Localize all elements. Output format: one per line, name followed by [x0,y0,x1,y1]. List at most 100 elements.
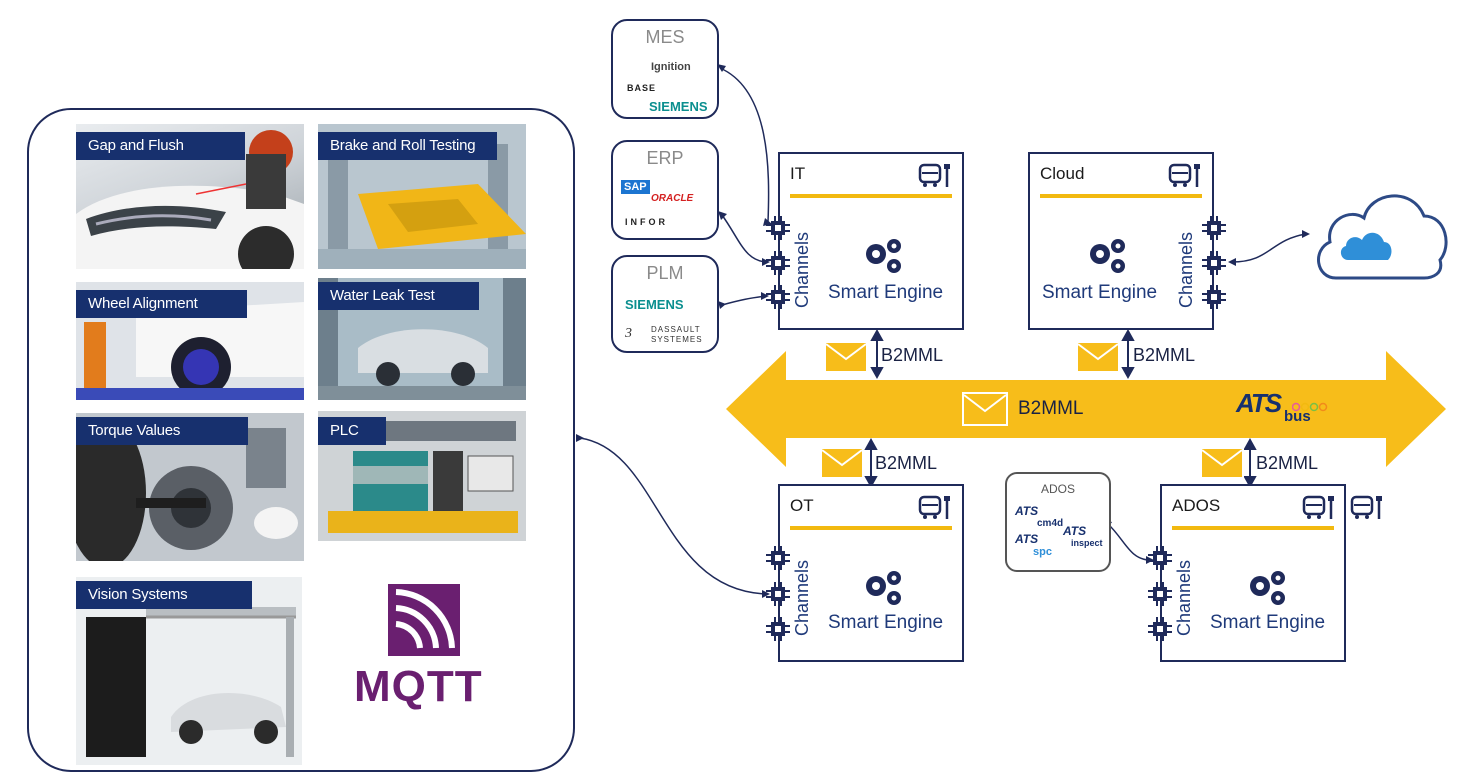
channels-label: Channels [792,231,812,308]
envelope-icon [1076,341,1120,373]
node-divider [790,194,952,198]
car-headlight-image [76,130,304,269]
siemens-logo: SIEMENS [649,99,708,114]
envelope-icon [824,341,868,373]
b2mml-label-cloud: B2MML [1133,345,1196,365]
channels-label: Channels [1176,231,1196,308]
channels-label: Channels [1174,559,1194,636]
bus-label: B2MML [1018,398,1084,419]
gears-icon [866,571,901,605]
tile-gap-and-flush[interactable]: Gap and Flush [76,124,304,269]
tile-label: Torque Values [76,417,248,445]
svg-text:3: 3 [625,326,632,341]
node-divider [1040,194,1202,198]
chip-icon [766,546,790,570]
node-title: Cloud [1040,164,1085,183]
sap-logo: SAP [621,180,650,194]
chip-icon [766,285,790,309]
infor-logo: INFOR [625,217,668,227]
ados-box-title: ADOS [1040,482,1075,496]
mes-box[interactable]: MES Ignition BASE SIEMENS [611,19,719,119]
tile-label: Vision Systems [76,581,252,609]
erp-box[interactable]: ERP SAP ORACLE INFOR [611,140,719,240]
node-divider [1172,526,1334,530]
ignition-logo: Ignition [651,61,691,73]
ats-logo-text: ATS [1236,388,1282,418]
bus-arrow [726,351,1446,467]
ados-box[interactable]: ADOS ATS cm4d ATS spc ATS inspect [1005,472,1111,572]
systemes-logo: SYSTEMES [651,335,703,344]
chip-icon [1148,582,1172,606]
plm-title: PLM [646,263,684,283]
chip-icon [766,251,790,275]
plm-box[interactable]: PLM SIEMENS DASSAULT SYSTEMES 3 [611,255,719,353]
ats-spc-logo: ATS [1015,532,1039,546]
bus-stop-icon [1302,495,1334,519]
chip-icon [1202,285,1226,309]
engine-label: Smart Engine [1042,282,1158,303]
bus-stop-icon [1350,495,1382,519]
use-case-panel [27,108,575,772]
chip-icon [766,617,790,641]
erp-title: ERP [646,148,684,168]
node-divider [790,526,952,530]
tile-wheel-alignment[interactable]: Wheel Alignment [76,282,304,400]
dassault-3ds-icon: 3 [625,326,632,341]
node-ados[interactable]: ADOS Smart Engine Channels [1160,484,1346,662]
node-title: IT [790,164,806,183]
envelope-icon [1200,447,1244,479]
spc-label: spc [1033,546,1052,558]
engine-label: Smart Engine [828,282,944,303]
node-ot[interactable]: OT Smart Engine Channels [778,484,964,662]
gears-icon [1090,239,1125,273]
chip-icon [766,582,790,606]
tile-label: Wheel Alignment [76,290,247,318]
cloud-icon[interactable] [1308,180,1450,288]
ats-dots-icon [1292,402,1328,412]
bus-stop-icon [1168,163,1200,187]
gears-icon [866,239,901,273]
mqtt-label: MQTT [354,662,483,711]
ats-bus-logo: ATS bus [1236,388,1328,432]
b2mml-label-ados: B2MML [1256,453,1319,473]
chip-icon [1148,617,1172,641]
tile-plc[interactable]: PLC [318,411,526,541]
mqtt-logo: MQTT [346,576,504,711]
bus-stop-icon [918,495,950,519]
chip-icon [1202,216,1226,240]
b2mml-label-ot: B2MML [875,453,938,473]
mqtt-signal-icon [388,584,460,656]
node-cloud[interactable]: Cloud Smart Engine Channels [1028,152,1214,330]
bus-envelope-icon [962,392,1008,426]
wheel-alignment-image [76,282,304,400]
tile-water-leak-test[interactable]: Water Leak Test [318,278,526,400]
tile-label: Gap and Flush [76,132,245,160]
node-it[interactable]: IT Smart Engine Channels [778,152,964,330]
node-title: ADOS [1172,496,1221,515]
siemens-logo: SIEMENS [625,297,684,312]
tile-label: Water Leak Test [318,282,479,310]
engine-label: Smart Engine [828,612,944,633]
envelope-icon [820,447,864,479]
tile-vision-systems[interactable]: Vision Systems [76,577,302,765]
tile-label: Brake and Roll Testing [318,132,497,160]
tile-torque-values[interactable]: Torque Values [76,413,304,561]
dassault-logo: DASSAULT [651,325,701,334]
ats-cm4d-logo: ATS [1015,504,1039,518]
ats-inspect-logo: ATS [1063,524,1087,538]
channels-label: Channels [792,559,812,636]
mes-title: MES [645,27,685,47]
tile-brake-and-roll-testing[interactable]: Brake and Roll Testing [318,124,526,269]
base-logo: BASE [627,83,657,93]
gears-icon [1250,571,1285,605]
engine-label: Smart Engine [1210,612,1326,633]
inspect-label: inspect [1071,538,1103,548]
node-title: OT [790,496,814,515]
ats-logo-sub: bus [1284,408,1311,425]
chip-icon [766,216,790,240]
chip-icon [1202,251,1226,275]
bus-stop-icon [918,163,950,187]
oracle-logo: ORACLE [651,193,694,204]
tile-label: PLC [318,417,386,445]
